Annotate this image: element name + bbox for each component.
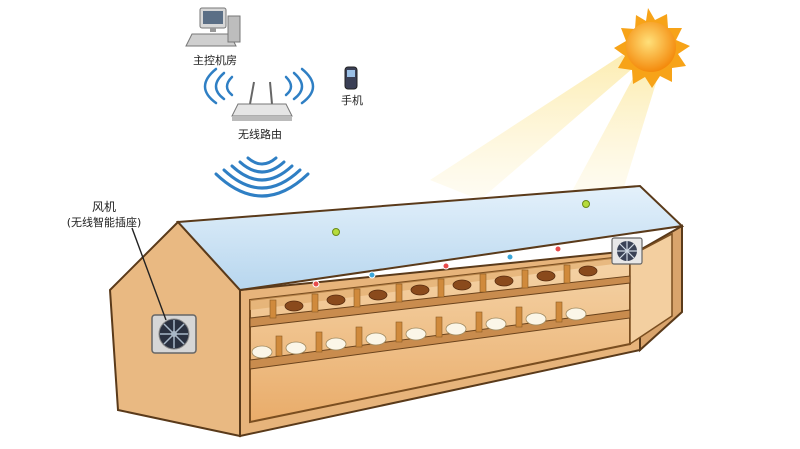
house-sensors bbox=[312, 245, 562, 288]
control-room-label: 主控机房 bbox=[193, 54, 237, 67]
phone-label: 手机 bbox=[341, 94, 363, 107]
upper-birds bbox=[284, 265, 598, 312]
sun-icon bbox=[614, 8, 690, 88]
router-signal-top bbox=[203, 67, 315, 105]
fan-title-label: 风机 bbox=[91, 200, 117, 214]
fan-subtitle-label: (无线智能插座) bbox=[66, 216, 142, 229]
fan-icon bbox=[151, 314, 197, 354]
fan-pointer-line bbox=[131, 227, 167, 321]
router-label: 无线路由 bbox=[238, 128, 282, 141]
cage-dividers bbox=[269, 264, 571, 357]
interior-fan-icon bbox=[611, 237, 643, 265]
poultry-house bbox=[108, 184, 685, 438]
lower-birds bbox=[251, 307, 587, 359]
sunlight-beams bbox=[430, 55, 660, 200]
router-signal-down bbox=[214, 156, 310, 198]
computer-icon bbox=[185, 7, 241, 47]
router-icon bbox=[231, 81, 293, 121]
phone-icon bbox=[344, 66, 358, 90]
